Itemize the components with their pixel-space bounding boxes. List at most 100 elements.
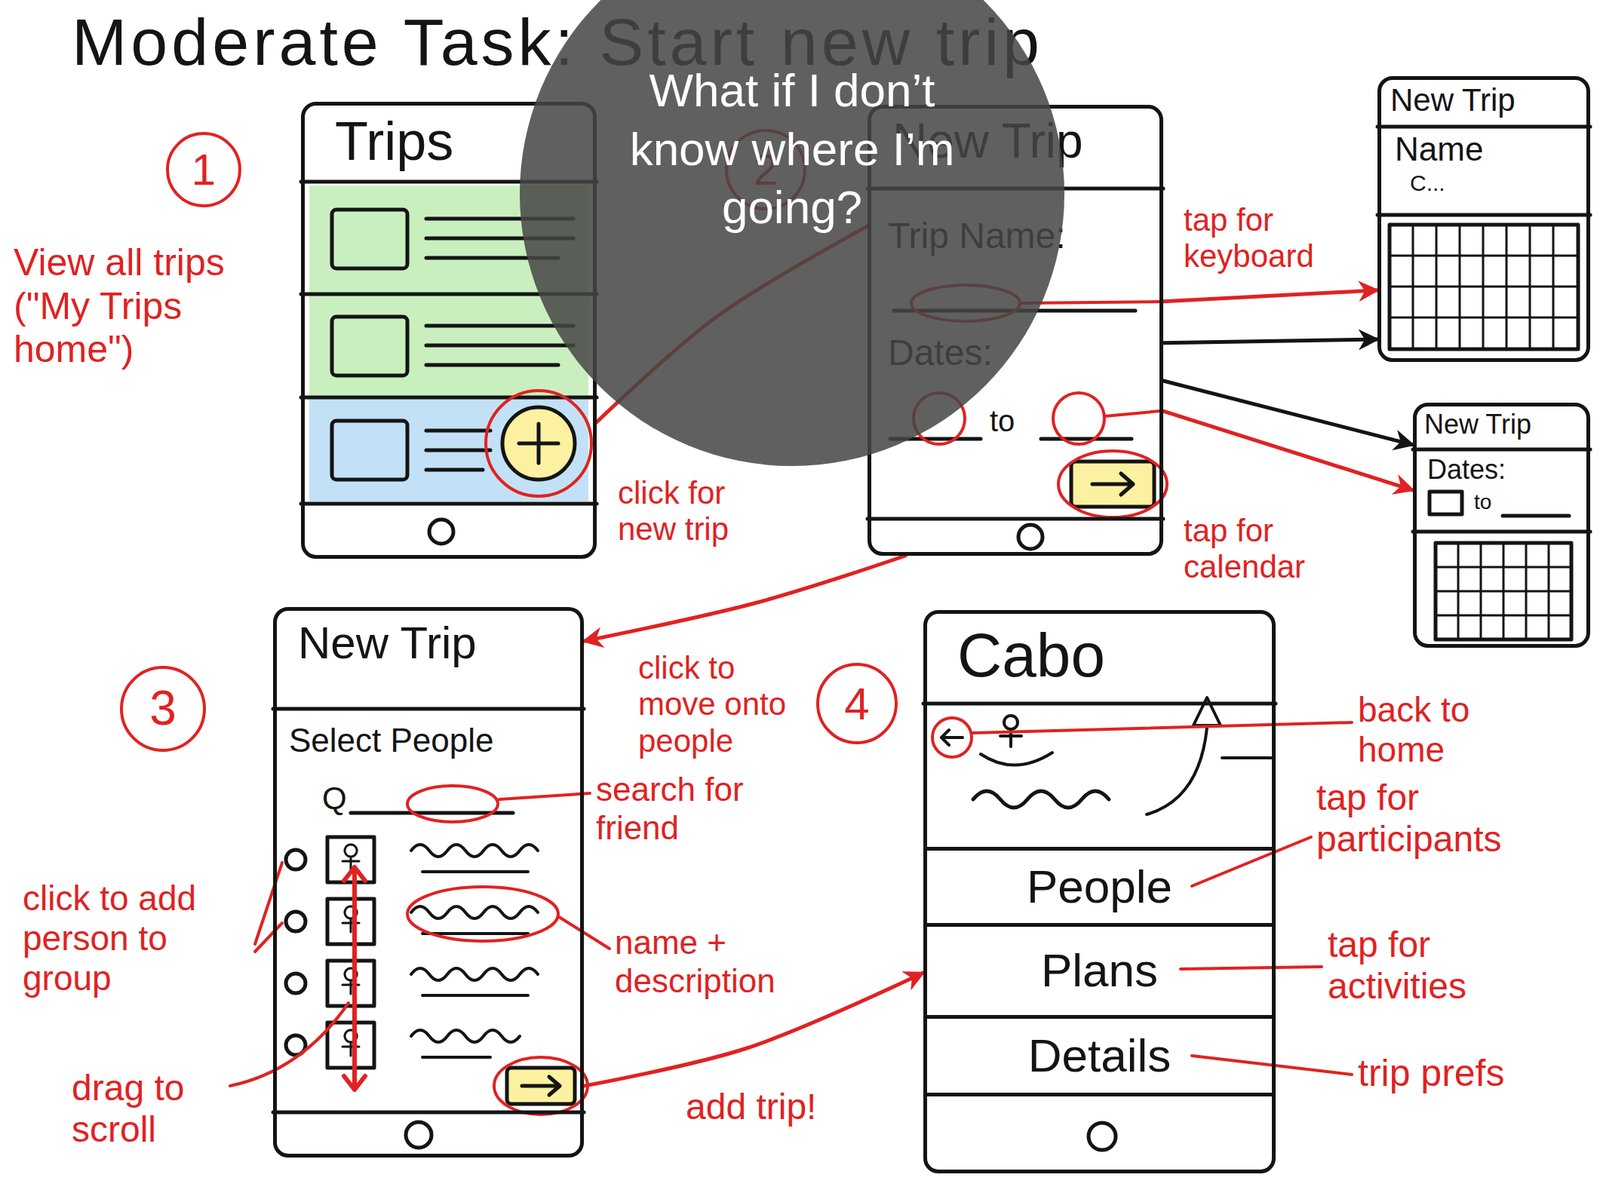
- step-ring: [121, 667, 205, 751]
- flow-arrow: [1163, 411, 1413, 491]
- field-label: to: [989, 403, 1015, 439]
- edge-label-slot: click for new trip: [614, 475, 766, 549]
- menu-item: Details: [1028, 1030, 1172, 1082]
- boat: [980, 729, 1053, 766]
- note: tap for activities: [1327, 924, 1554, 1008]
- callout-number-slot: 3: [125, 681, 201, 738]
- edge-label: click to move onto people: [635, 650, 813, 760]
- field-label-slot: Dates:: [1427, 454, 1506, 486]
- question-bubble: What if I don’t know where I’m going?: [519, 0, 1065, 467]
- calendar-screen: New TripDates: to: [1412, 402, 1591, 648]
- thumbnail: [331, 209, 408, 269]
- screen-title: New Trip: [1424, 409, 1532, 440]
- field-label: Name: [1394, 131, 1484, 168]
- annotation-ring: [1058, 451, 1167, 518]
- leader-line: [230, 1003, 349, 1087]
- radio-button: [285, 850, 306, 870]
- screen-title-slot: New Trip: [1424, 409, 1532, 440]
- callout-number-slot: 4: [819, 678, 895, 731]
- leader-line: [558, 917, 610, 949]
- menu-item: Plans: [1041, 945, 1158, 997]
- bracket-lines: [254, 862, 283, 953]
- menu-band: People: [927, 847, 1272, 924]
- search-icon-slot: Q: [322, 781, 348, 817]
- menu-band: Plans: [927, 923, 1272, 1016]
- menu-item-slot: People: [927, 850, 1272, 924]
- edge-label: tap for calendar: [1180, 512, 1362, 587]
- field-label-slot: to: [1474, 491, 1492, 515]
- header-rule: [923, 702, 1276, 707]
- footer-rule: [273, 1111, 584, 1115]
- calendar: [1435, 543, 1572, 640]
- screen-title: New Trip: [1390, 82, 1516, 118]
- footer-rule: [300, 502, 597, 507]
- edge-label: tap for keyboard: [1180, 202, 1355, 276]
- input-line: [1502, 514, 1570, 519]
- menu-band: Details: [927, 1015, 1272, 1097]
- note-slot: search for friend: [595, 770, 770, 848]
- flow-arrow: [1163, 339, 1378, 344]
- note: View all trips ("My Trips home"): [13, 241, 248, 372]
- leader-line: [1191, 837, 1312, 887]
- note-slot: tap for participants: [1316, 776, 1588, 860]
- field-value-slot: C...: [1409, 170, 1446, 196]
- radio-button: [285, 973, 306, 994]
- annotation-ring: [407, 887, 559, 942]
- screen-title-slot: Trips: [334, 111, 454, 172]
- note: trip prefs: [1357, 1052, 1585, 1097]
- field-value: C...: [1409, 170, 1446, 196]
- search-icon: Q: [322, 781, 348, 817]
- callout-number-slot: 1: [165, 144, 242, 196]
- next-button: [1071, 461, 1155, 507]
- date-field: [1429, 491, 1462, 515]
- note: name + description: [614, 924, 811, 1001]
- question-text-slot: What if I don’t know where I’m going?: [595, 61, 989, 237]
- section-title: Select People: [288, 722, 495, 759]
- home-button: [1018, 525, 1043, 550]
- screen-title: New Trip: [297, 618, 477, 669]
- screen-title: Trips: [334, 111, 454, 172]
- note-slot: drag to scroll: [71, 1067, 223, 1151]
- note-slot: View all trips ("My Trips home"): [13, 241, 248, 372]
- thumbnail: [331, 316, 408, 376]
- rider-head: [1004, 715, 1018, 730]
- section-title-slot: Select People: [288, 722, 495, 759]
- screen-title: Cabo: [957, 621, 1106, 690]
- note: back to home: [1357, 690, 1554, 771]
- note: search for friend: [595, 770, 770, 848]
- arrow-symbol: [1092, 473, 1134, 495]
- scroll-arrow: [343, 867, 366, 1091]
- note: drag to scroll: [71, 1067, 223, 1151]
- leader-line: [1180, 967, 1322, 970]
- palm-tree: [1146, 697, 1272, 815]
- edge-label-slot: tap for calendar: [1180, 512, 1362, 587]
- home-button: [1088, 1123, 1116, 1151]
- edge-label: click for new trip: [614, 475, 766, 549]
- next-button: [506, 1068, 575, 1105]
- note-slot: name + description: [614, 924, 811, 1001]
- flow-arrow: [583, 555, 906, 642]
- bubble-fill: [519, 0, 1065, 467]
- field-label: to: [1474, 491, 1492, 515]
- annotation-ring: [1053, 393, 1105, 445]
- leader-line: [499, 793, 590, 800]
- input-line: [1377, 213, 1591, 218]
- back-arrow: [941, 730, 963, 746]
- home-button: [429, 519, 454, 544]
- note-slot: click to add person to group: [22, 878, 249, 999]
- header-rule: [1412, 448, 1591, 452]
- question-text: What if I don’t know where I’m going?: [595, 61, 989, 237]
- row-rule: [1412, 530, 1591, 535]
- keyboard-screen: New TripNameC...: [1377, 76, 1591, 363]
- field-label-slot: to: [989, 403, 1015, 439]
- callout-number: 3: [125, 681, 201, 738]
- callout-number: 1: [165, 144, 242, 196]
- screen-title-slot: New Trip: [1390, 82, 1516, 118]
- edge-label-slot: click to move onto people: [635, 650, 813, 760]
- note-slot: tap for activities: [1327, 924, 1554, 1008]
- calendar-grid: [1435, 543, 1572, 640]
- annotation-ring: [494, 1057, 588, 1115]
- people-screen: New TripSelect PeopleQ: [273, 607, 584, 1158]
- edge-label-slot: add trip!: [682, 1086, 857, 1128]
- note: tap for participants: [1316, 776, 1588, 860]
